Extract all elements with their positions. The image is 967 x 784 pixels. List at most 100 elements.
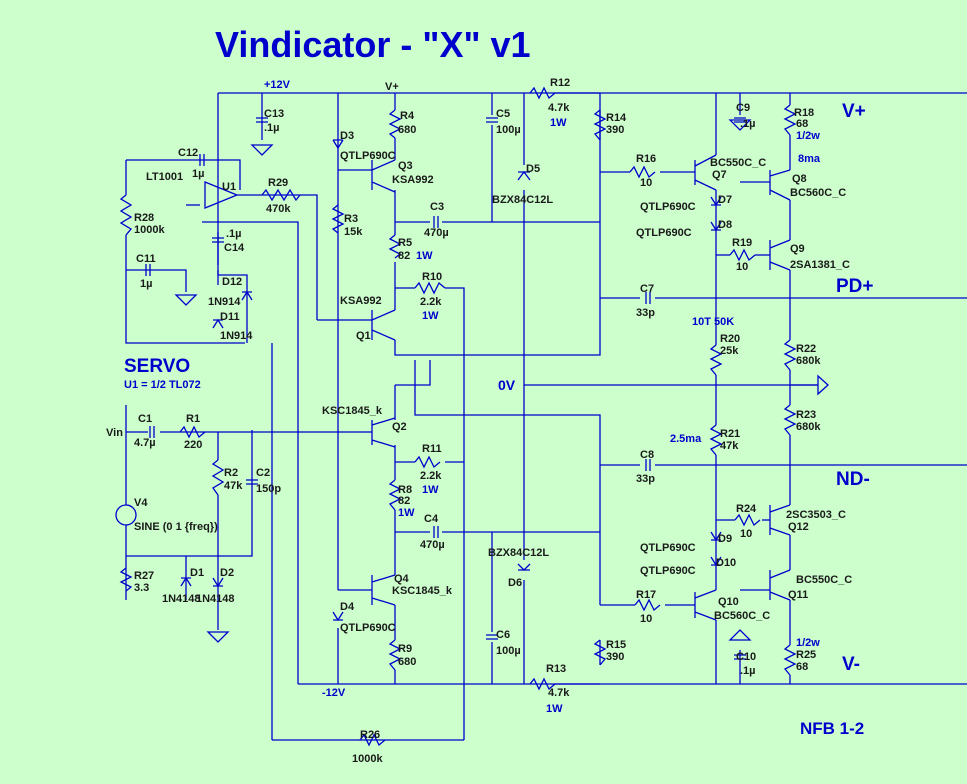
c4-value: 470µ: [420, 539, 445, 551]
c10-value: .1µ: [740, 665, 756, 677]
r8-name: R8: [398, 484, 412, 496]
rail-zero: 0V: [498, 377, 516, 393]
d4-value: QTLP690C: [340, 622, 396, 634]
c5-value: 100µ: [496, 124, 521, 136]
opamp-ref: U1: [222, 181, 236, 193]
r14-name: R14: [606, 112, 627, 124]
cap-c10: [734, 654, 746, 660]
res-r2: [211, 459, 225, 496]
r9-value: 680: [398, 656, 416, 668]
c14-name: C14: [224, 242, 245, 254]
res-r20: [709, 344, 723, 376]
c11-name: C11: [136, 253, 156, 265]
d3-name: D3: [340, 130, 354, 142]
d11-value: 1N914: [220, 330, 253, 342]
r1-name: R1: [186, 413, 200, 425]
d6-name: D6: [508, 577, 522, 589]
c13-value: .1µ: [264, 122, 280, 134]
diode-d3: [332, 139, 344, 150]
v4-name: V4: [134, 497, 148, 509]
res-r29: [261, 188, 301, 202]
r11-value: 2.2k: [420, 470, 442, 482]
r28-name: R28: [134, 212, 154, 224]
cap-c7: [645, 292, 651, 304]
res-r5: [388, 234, 402, 259]
r25-value: 68: [796, 661, 808, 673]
r13-power: 1W: [546, 703, 563, 715]
res-r9: [388, 639, 402, 671]
rail-vminus: V-: [842, 654, 860, 675]
r20-pot: 10T 50K: [692, 316, 734, 328]
v4-value: SINE (0 1 {freq}): [134, 521, 218, 533]
bjt-q8: [769, 169, 791, 201]
q4-value: KSC1845_k: [392, 585, 453, 597]
c6-name: C6: [496, 629, 510, 641]
d12-name: D12: [222, 276, 242, 288]
r19-value: 10: [736, 261, 748, 273]
bjt-q12: [769, 504, 791, 536]
r14-value: 390: [606, 124, 624, 136]
res-r12: [529, 86, 556, 100]
c11-value: 1µ: [140, 278, 152, 290]
r10-power: 1W: [422, 310, 439, 322]
d1-value: 1N4148: [162, 593, 201, 605]
cap-c6: [486, 634, 498, 640]
rail-pd: PD+: [836, 276, 874, 297]
d3-value: QTLP690C: [340, 150, 396, 162]
ground-c13: [250, 144, 274, 156]
r3-value: 15k: [344, 226, 363, 238]
res-r24: [734, 513, 761, 527]
res-r18: [783, 104, 797, 136]
r15-value: 390: [606, 651, 624, 663]
r5-value: 82: [398, 250, 410, 262]
d2-name: D2: [220, 567, 234, 579]
source-v4: [115, 504, 137, 526]
d11-name: D11: [220, 311, 240, 323]
rail-nd: ND-: [836, 469, 870, 490]
res-r26: [359, 733, 386, 747]
r18-power: 1/2w: [796, 130, 820, 142]
r11-name: R11: [422, 443, 442, 455]
q10-name: Q10: [718, 596, 739, 608]
r19-name: R19: [732, 237, 752, 249]
q8-value: BC560C_C: [790, 187, 846, 199]
cap-c2: [246, 479, 258, 485]
q12-value: 2SC3503_C: [786, 509, 846, 521]
res-r13: [529, 677, 556, 691]
bjt-q2: [371, 417, 396, 448]
r21-value: 47k: [720, 440, 739, 452]
r23-name: R23: [796, 409, 816, 421]
servo-note: U1 = 1/2 TL072: [124, 379, 201, 391]
res-r22: [783, 339, 797, 371]
labels: +12V V+ V+ PD+ ND- V- 0V -12V NFB 1-2 SE…: [106, 77, 874, 765]
res-r21: [709, 424, 723, 456]
c14-value: .1µ: [226, 228, 242, 240]
bjt-q3: [371, 159, 396, 193]
r27-name: R27: [134, 570, 154, 582]
cap-c1: [149, 426, 155, 438]
current-8ma: 8ma: [798, 153, 821, 165]
diode-d5: [517, 170, 531, 181]
q1-name: Q1: [356, 330, 371, 342]
r13-value: 4.7k: [548, 687, 570, 699]
r25-power: 1/2w: [796, 637, 820, 649]
r26-value: 1000k: [352, 753, 383, 765]
r21-name: R21: [720, 428, 740, 440]
c4-name: C4: [424, 513, 439, 525]
res-r8: [388, 479, 402, 511]
diode-d12: [241, 290, 253, 301]
diode-d1: [180, 576, 192, 587]
r18-name: R18: [794, 107, 814, 119]
r5-power: 1W: [416, 250, 433, 262]
r15-name: R15: [606, 639, 626, 651]
c10-name: C10: [736, 651, 756, 663]
r3-name: R3: [344, 213, 358, 225]
q3-value: KSA992: [392, 174, 434, 186]
r20-value: 25k: [720, 345, 739, 357]
d5-value: BZX84C12L: [492, 194, 553, 206]
bjt-q9: [769, 239, 791, 271]
cap-c9: [734, 117, 746, 123]
bjt-q4: [371, 574, 396, 606]
res-r3: [331, 204, 345, 234]
